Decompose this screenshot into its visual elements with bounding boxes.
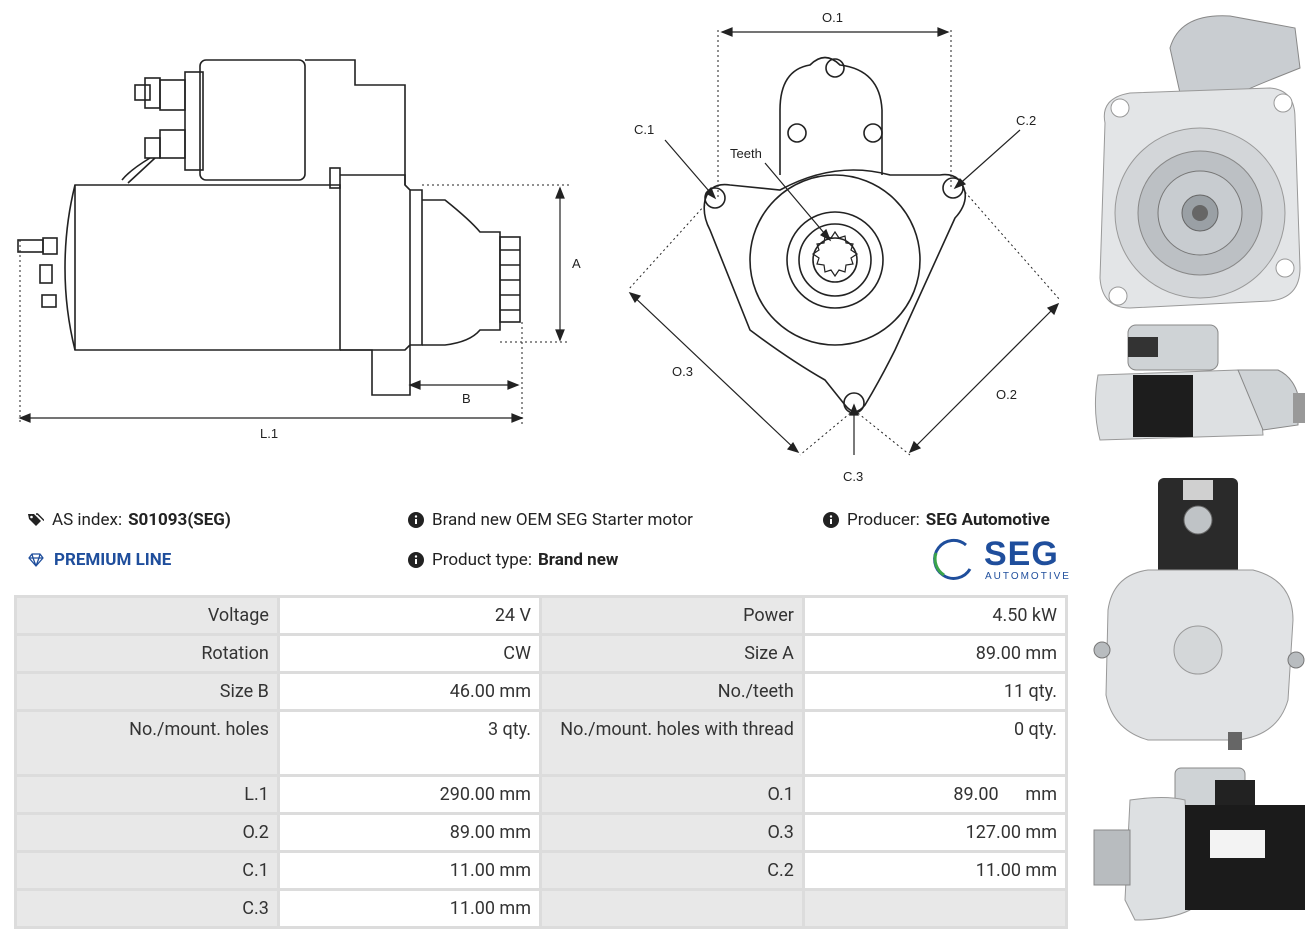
premium-line-label: PREMIUM LINE xyxy=(54,550,172,570)
spec-value: 3 qty. xyxy=(279,712,539,774)
spec-value: 11 qty. xyxy=(804,674,1065,709)
producer: Producer: SEG Automotive xyxy=(823,510,1050,530)
producer-label: Producer: xyxy=(847,510,920,530)
seg-logo-text: SEG xyxy=(984,535,1059,573)
producer-value: SEG Automotive xyxy=(925,510,1050,530)
label-c2: C.2 xyxy=(1016,113,1036,128)
spec-value: CW xyxy=(279,636,539,671)
spec-label: No./mount. holes xyxy=(17,712,277,774)
spec-label: O.2 xyxy=(17,815,277,850)
tags-icon xyxy=(28,513,44,526)
spec-label: C.3 xyxy=(17,891,277,926)
spec-label: No./teeth xyxy=(541,674,802,709)
as-index-value: S01093(SEG) xyxy=(128,510,231,530)
side-view-drawing: A B L.1 xyxy=(17,59,581,441)
product-photo-rear xyxy=(1093,478,1305,750)
label-o1: O.1 xyxy=(822,10,843,25)
product-photo-side xyxy=(1094,324,1305,441)
spec-value: 290.00 mm xyxy=(279,777,539,812)
spec-label: C.1 xyxy=(17,853,277,888)
spec-label: C.2 xyxy=(541,853,802,888)
label-o2: O.2 xyxy=(996,387,1017,402)
spec-value: 0 qty. xyxy=(804,712,1065,774)
seg-logo-sub: AUTOMOTIVE xyxy=(985,571,1071,582)
spec-value: 11.00 mm xyxy=(279,853,539,888)
description: Brand new OEM SEG Starter motor xyxy=(408,510,693,530)
product-type: Product type: Brand new xyxy=(408,550,618,570)
label-b: B xyxy=(462,391,471,406)
spec-label: Power xyxy=(541,598,802,633)
product-photo-front xyxy=(1099,15,1301,309)
diamond-icon xyxy=(28,553,44,567)
label-teeth: Teeth xyxy=(730,146,762,161)
spec-label: Size A xyxy=(541,636,802,671)
spec-label: Rotation xyxy=(17,636,277,671)
spec-value: 127.00 mm xyxy=(804,815,1065,850)
label-a: A xyxy=(572,256,581,271)
description-text: Brand new OEM SEG Starter motor xyxy=(432,510,693,530)
seg-logo: SEG AUTOMOTIVE xyxy=(930,535,1071,587)
product-photo-side-label xyxy=(1093,767,1305,921)
spec-value: 46.00 mm xyxy=(279,674,539,709)
info-icon xyxy=(823,512,839,528)
info-icon xyxy=(408,512,424,528)
spec-value: 89.00 mm xyxy=(804,777,1065,812)
spec-value: 89.00 mm xyxy=(279,815,539,850)
spec-label xyxy=(541,891,802,926)
front-view-drawing: O.1 C.1 C.2 Teeth O.3 O.2 C.3 xyxy=(627,10,1061,484)
spec-value: 4.50 kW xyxy=(804,598,1065,633)
spec-label: L.1 xyxy=(17,777,277,812)
product-type-value: Brand new xyxy=(537,550,619,570)
product-type-label: Product type: xyxy=(432,550,532,570)
spec-value xyxy=(804,891,1065,926)
spec-value: 24 V xyxy=(279,598,539,633)
seg-logo-ring xyxy=(933,538,972,580)
spec-label: No./mount. holes with thread xyxy=(541,712,802,774)
spec-label: O.1 xyxy=(541,777,802,812)
spec-label: Size B xyxy=(17,674,277,709)
as-index: AS index: S01093(SEG) xyxy=(26,510,231,530)
label-c3: C.3 xyxy=(843,469,863,484)
label-o3: O.3 xyxy=(672,364,693,379)
label-c1: C.1 xyxy=(634,122,654,137)
spec-value: 11.00 mm xyxy=(804,853,1065,888)
spec-value: 89.00 mm xyxy=(804,636,1065,671)
info-icon xyxy=(408,552,424,568)
label-l1: L.1 xyxy=(260,426,278,441)
spec-label: O.3 xyxy=(541,815,802,850)
premium-line: PREMIUM LINE xyxy=(26,550,171,570)
spec-label: Voltage xyxy=(17,598,277,633)
as-index-label: AS index: xyxy=(52,510,123,530)
spec-value: 11.00 mm xyxy=(279,891,539,926)
